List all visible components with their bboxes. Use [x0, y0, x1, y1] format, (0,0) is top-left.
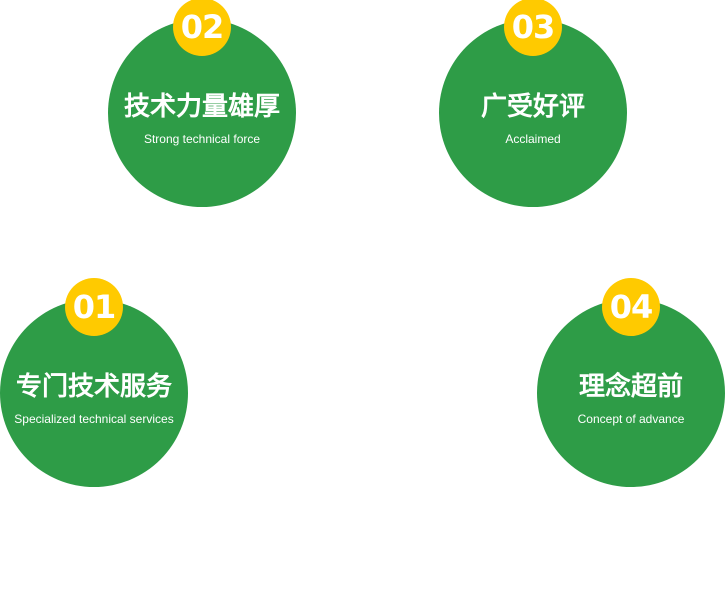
feature-subtitle: Acclaimed	[505, 132, 561, 146]
feature-title: 理念超前	[578, 372, 683, 402]
feature-number-badge: 01	[65, 278, 123, 336]
feature-subtitle: Specialized technical services	[14, 412, 174, 426]
feature-title: 广受好评	[480, 92, 585, 122]
feature-subtitle: Strong technical force	[143, 132, 261, 146]
feature-item-01: 01 专门技术服务 Specialized technical services	[0, 278, 188, 487]
feature-number-badge: 02	[173, 0, 231, 56]
feature-number-badge: 03	[504, 0, 562, 56]
feature-item-04: 04 理念超前 Concept of advance	[537, 278, 725, 487]
feature-title: 专门技术服务	[15, 372, 172, 402]
feature-title: 技术力量雄厚	[123, 92, 280, 122]
feature-item-03: 03 广受好评 Acclaimed	[439, 0, 627, 207]
feature-item-02: 02 技术力量雄厚 Strong technical force	[108, 0, 296, 207]
feature-number-badge: 04	[602, 278, 660, 336]
feature-subtitle: Concept of advance	[577, 412, 685, 426]
